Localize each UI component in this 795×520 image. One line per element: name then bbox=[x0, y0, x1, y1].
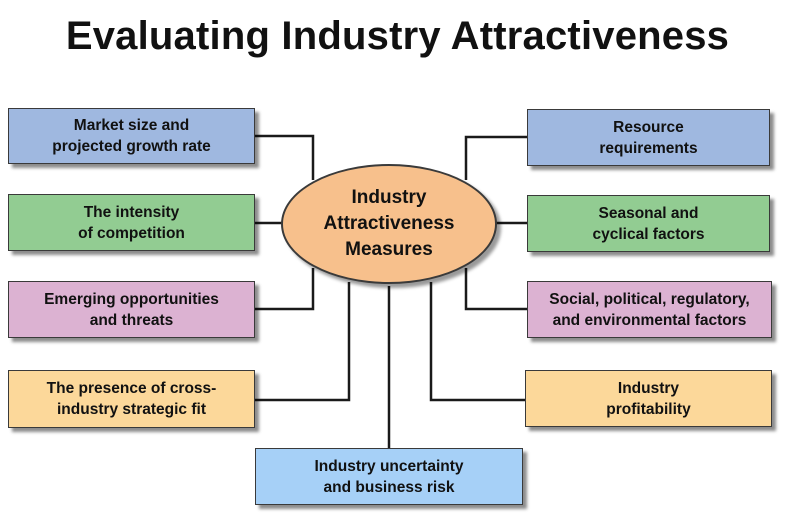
node-seasonal: Seasonal and cyclical factors bbox=[527, 195, 770, 252]
connector-market-size bbox=[255, 134, 315, 180]
node-strategic-fit: The presence of cross- industry strategi… bbox=[8, 370, 255, 428]
node-uncertainty: Industry uncertainty and business risk bbox=[255, 448, 523, 505]
node-resource: Resource requirements bbox=[527, 109, 770, 166]
node-social: Social, political, regulatory, and envir… bbox=[527, 281, 772, 338]
node-competition: The intensity of competition bbox=[8, 194, 255, 251]
node-profitability: Industry profitability bbox=[525, 370, 772, 427]
connector-resource bbox=[464, 135, 527, 180]
connector-opportunities bbox=[255, 268, 315, 311]
node-market-size: Market size and projected growth rate bbox=[8, 108, 255, 164]
central-node: Industry Attractiveness Measures bbox=[281, 164, 497, 284]
node-opportunities: Emerging opportunities and threats bbox=[8, 281, 255, 338]
connector-profitability bbox=[429, 282, 525, 402]
connector-strategic-fit bbox=[255, 282, 351, 402]
diagram-title: Evaluating Industry Attractiveness bbox=[65, 14, 730, 58]
connector-social bbox=[464, 268, 527, 311]
